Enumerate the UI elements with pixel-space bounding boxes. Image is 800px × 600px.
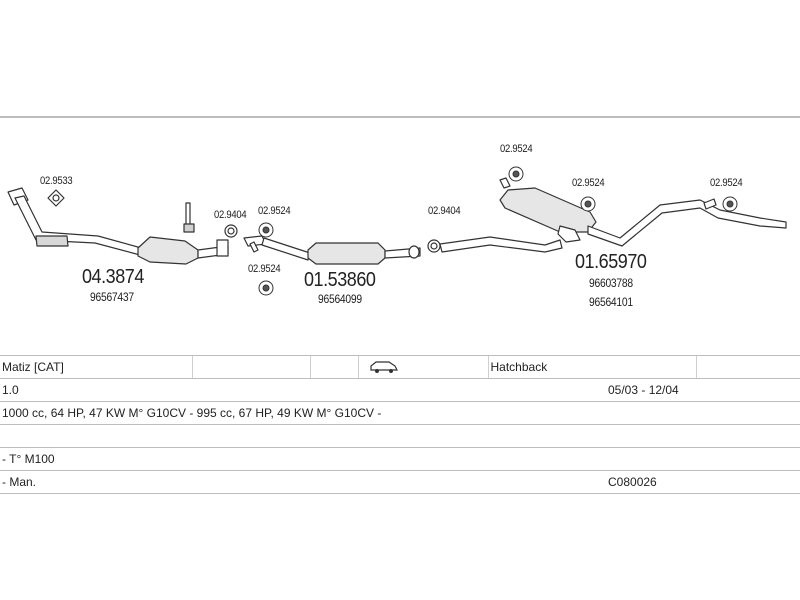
reference-cell: C080026 bbox=[606, 470, 800, 494]
mount-5-shape bbox=[722, 196, 738, 212]
mount-3-shape bbox=[508, 166, 524, 182]
part-code-front-pipe: 04.3874 bbox=[82, 266, 144, 288]
gasket-front-shape bbox=[47, 189, 65, 207]
part-label-mount-4: 02.9524 bbox=[572, 177, 605, 189]
oe-number-middle-silencer: 96564099 bbox=[318, 292, 362, 306]
body-type-cell: Hatchback bbox=[487, 355, 697, 379]
front-pipe bbox=[7, 187, 146, 256]
table-row: Matiz [CAT] Hatchback bbox=[0, 355, 800, 379]
spec-cell: 1000 cc, 64 HP, 47 KW M° G10CV - 995 cc,… bbox=[0, 401, 800, 425]
empty-cell bbox=[695, 355, 800, 379]
top-divider bbox=[0, 116, 800, 118]
dates-cell: 05/03 - 12/04 bbox=[606, 378, 800, 402]
part-code-middle-silencer: 01.53860 bbox=[304, 269, 376, 291]
body-icon-cell bbox=[357, 355, 488, 379]
table-row: 1.0 05/03 - 12/04 bbox=[0, 378, 800, 402]
part-label-gasket-2: 02.9404 bbox=[428, 205, 461, 217]
middle-silencer-shape bbox=[307, 242, 421, 265]
part-label-mount-2: 02.9524 bbox=[248, 263, 281, 275]
vehicle-info-table: Matiz [CAT] Hatchback 1.0 05/03 - 12/04 … bbox=[0, 355, 800, 494]
table-row: 1000 cc, 64 HP, 47 KW M° G10CV - 995 cc,… bbox=[0, 401, 800, 425]
oe-number-rear-silencer-2: 96564101 bbox=[589, 295, 633, 309]
oe-number-rear-silencer-1: 96603788 bbox=[589, 276, 633, 290]
oe-number-front-pipe: 96567437 bbox=[90, 290, 134, 304]
engine-cell: 1.0 bbox=[0, 378, 606, 402]
part-label-gasket-1: 02.9404 bbox=[214, 209, 247, 221]
part-label-mount-1: 02.9524 bbox=[258, 205, 291, 217]
empty-cell bbox=[309, 355, 358, 379]
empty-cell bbox=[191, 355, 310, 379]
part-label-mount-5: 02.9524 bbox=[710, 177, 743, 189]
exhaust-drawing bbox=[7, 166, 787, 296]
part-label-gasket-front: 02.9533 bbox=[40, 175, 73, 187]
empty-row-cell bbox=[0, 424, 800, 448]
gearbox-cell: - Man. bbox=[0, 470, 606, 494]
type-cell: - T° M100 bbox=[0, 447, 800, 471]
catalytic-converter bbox=[137, 202, 229, 265]
mount-2-shape bbox=[258, 280, 274, 296]
mount-4-shape bbox=[580, 196, 596, 212]
part-label-mount-3: 02.9524 bbox=[500, 143, 533, 155]
table-row bbox=[0, 424, 800, 448]
table-row: - Man. C080026 bbox=[0, 470, 800, 494]
table-row: - T° M100 bbox=[0, 447, 800, 471]
model-cell: Matiz [CAT] bbox=[0, 355, 192, 379]
part-code-rear-silencer: 01.65970 bbox=[575, 251, 647, 273]
car-icon bbox=[369, 361, 398, 374]
exhaust-diagram bbox=[0, 118, 800, 354]
mount-1-shape bbox=[258, 222, 274, 238]
intermediate-pipe bbox=[243, 235, 311, 261]
rear-silencer-shape bbox=[439, 177, 787, 253]
